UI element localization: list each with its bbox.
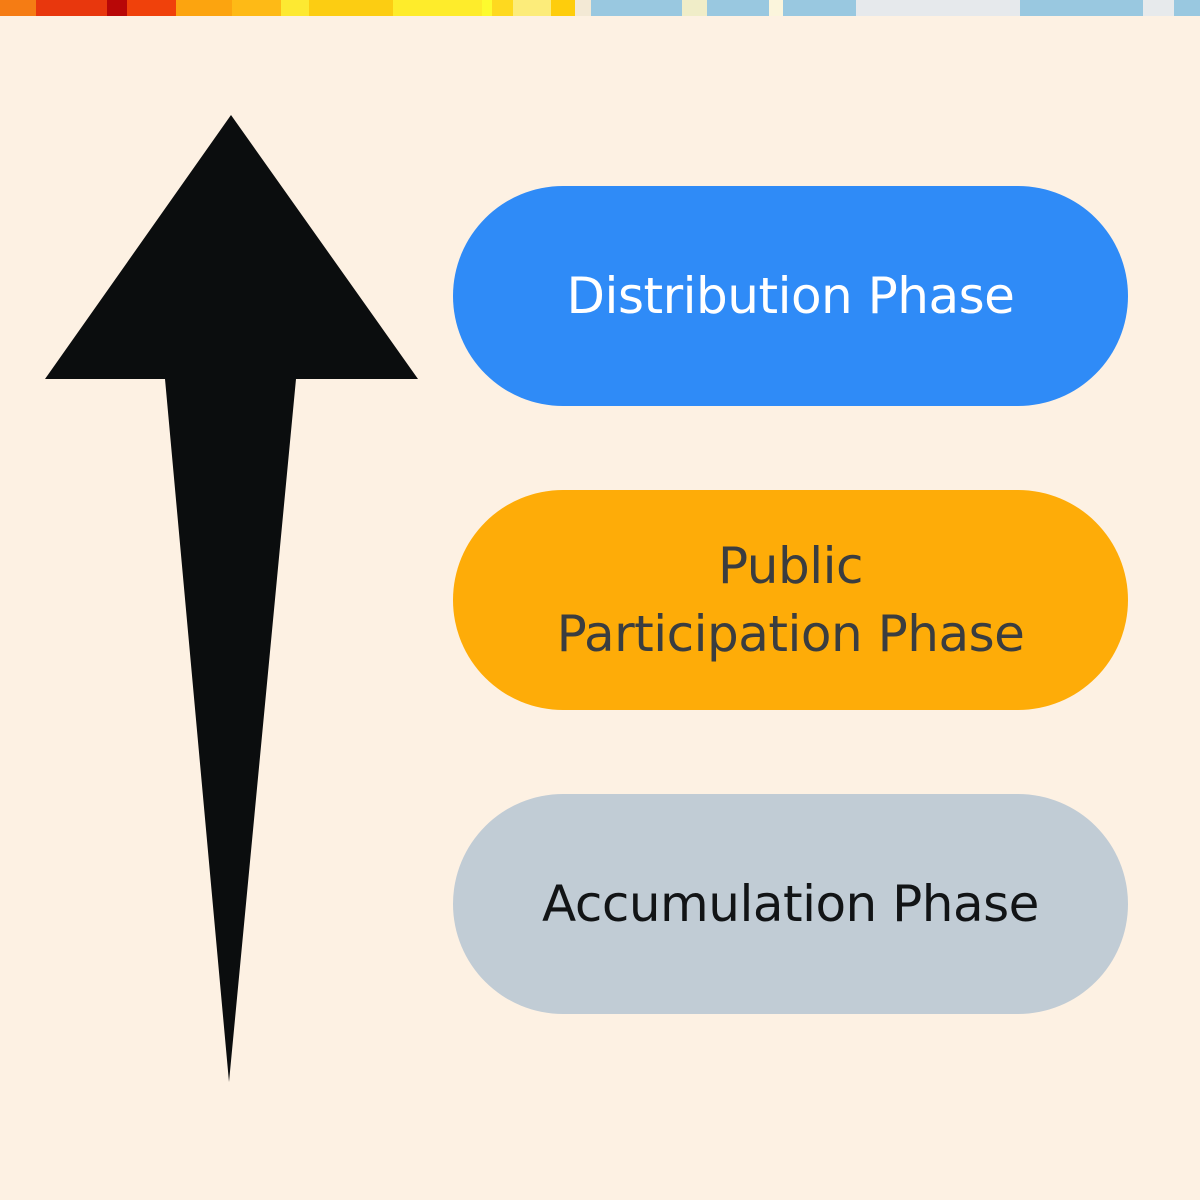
strip-segment [1019, 0, 1143, 16]
strip-segment [491, 0, 514, 16]
strip-segment [768, 0, 783, 16]
up-arrow-icon [45, 115, 418, 1082]
strip-segment [308, 0, 393, 16]
strip-segment [1174, 0, 1200, 16]
distribution-phase-label: Distribution Phase [566, 267, 1015, 325]
strip-segment [513, 0, 552, 16]
strip-segment [126, 0, 177, 16]
strip-segment [35, 0, 107, 16]
strip-segment [231, 0, 281, 16]
strip-segment [280, 0, 309, 16]
strip-segment [481, 0, 492, 16]
public-participation-phase-pill: Public Participation Phase [453, 490, 1128, 710]
strip-segment [590, 0, 682, 16]
top-color-strip [0, 0, 1200, 16]
strip-segment [681, 0, 708, 16]
up-arrow-shape [45, 115, 418, 1082]
strip-segment [392, 0, 482, 16]
accumulation-phase-label: Accumulation Phase [542, 875, 1039, 933]
strip-segment [855, 0, 1020, 16]
strip-segment [176, 0, 232, 16]
strip-segment [782, 0, 856, 16]
strip-segment [551, 0, 575, 16]
public-participation-phase-label: Public Participation Phase [556, 537, 1025, 663]
strip-segment [106, 0, 127, 16]
distribution-phase-pill: Distribution Phase [453, 186, 1128, 406]
strip-segment [0, 0, 36, 16]
accumulation-phase-pill: Accumulation Phase [453, 794, 1128, 1014]
strip-segment [574, 0, 591, 16]
strip-segment [1142, 0, 1175, 16]
strip-segment [707, 0, 769, 16]
